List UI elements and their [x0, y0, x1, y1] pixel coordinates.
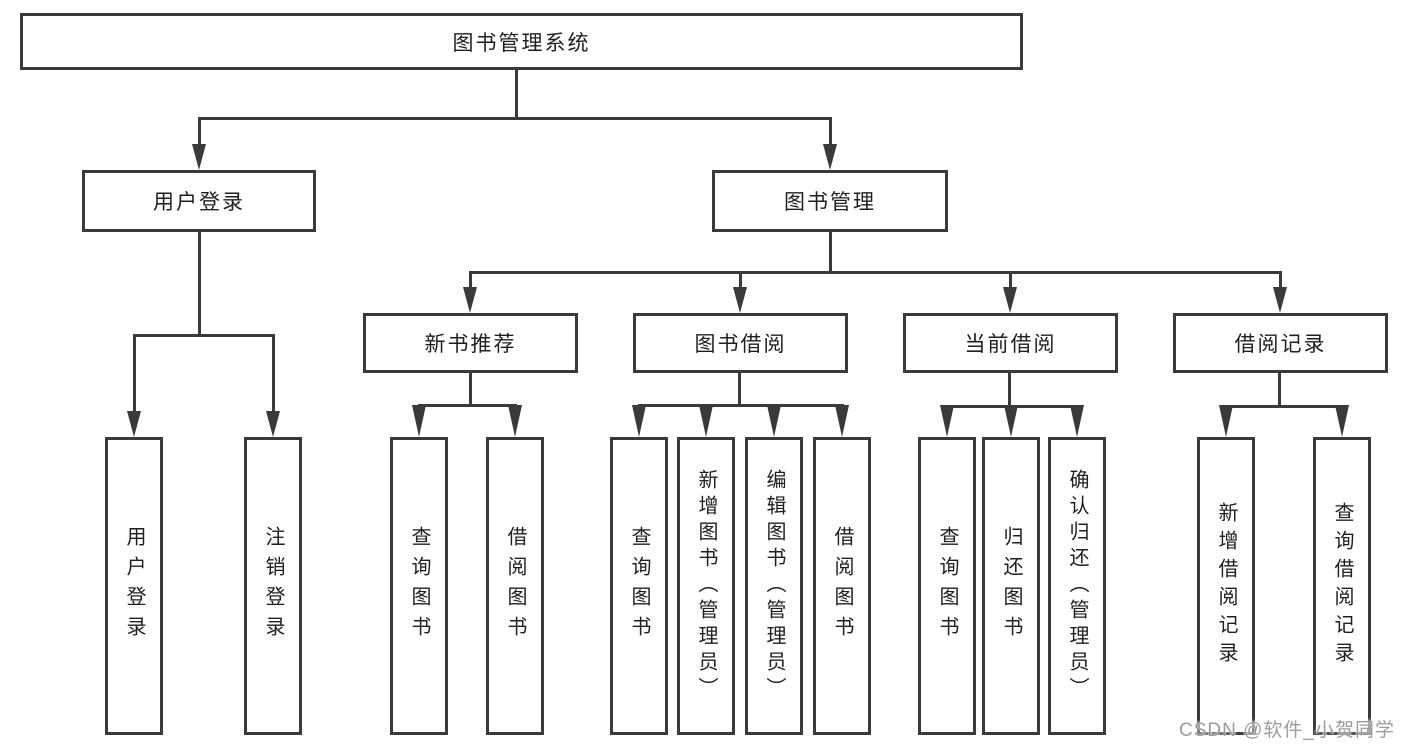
node-book-borrowing: 图书借阅: [633, 313, 848, 373]
leaf-logout-login: 注销登录: [244, 437, 302, 735]
leaf-confirm-return-admin-label: 确认归还（管理员）: [1066, 469, 1088, 703]
connector-line: [469, 271, 1282, 274]
connector-line: [133, 334, 275, 337]
arrowhead: [733, 287, 747, 313]
arrowhead: [940, 405, 954, 437]
connector-line: [738, 373, 741, 406]
connector-line: [1008, 373, 1011, 407]
connector-line: [198, 119, 201, 147]
leaf-borrow-books-1-label: 借阅图书: [504, 526, 526, 646]
connector-line: [1224, 405, 1344, 408]
node-new-book-recommend-label: 新书推荐: [424, 333, 517, 356]
connector-line: [515, 68, 518, 119]
arrowhead: [1070, 405, 1084, 437]
node-book-borrowing-label: 图书借阅: [694, 333, 787, 356]
node-current-borrowing-label: 当前借阅: [964, 333, 1057, 356]
arrowhead: [1003, 287, 1017, 313]
leaf-add-book-admin: 新增图书（管理员）: [677, 437, 735, 735]
leaf-query-books-2-label: 查询图书: [628, 526, 650, 646]
connector-line: [829, 232, 832, 273]
node-book-management-label: 图书管理: [784, 191, 876, 214]
connector-line: [638, 404, 844, 407]
connector-line: [1278, 373, 1281, 407]
leaf-query-books-3: 查询图书: [918, 437, 976, 735]
connector-line: [1009, 273, 1012, 289]
connector-line: [469, 373, 472, 406]
arrowhead: [1335, 405, 1349, 437]
leaf-confirm-return-admin: 确认归还（管理员）: [1048, 437, 1106, 735]
arrowhead: [266, 411, 280, 437]
arrowhead: [192, 144, 206, 170]
connector-line: [198, 232, 201, 336]
connector-line: [198, 117, 832, 120]
arrowhead: [699, 405, 713, 437]
leaf-query-books-1-label: 查询图书: [408, 526, 430, 646]
node-user-login-label: 用户登录: [153, 191, 245, 214]
connector-line: [418, 404, 517, 407]
arrowhead: [767, 405, 781, 437]
arrowhead: [508, 405, 522, 437]
leaf-edit-book-admin: 编辑图书（管理员）: [745, 437, 803, 735]
connector-line: [739, 273, 742, 289]
arrowhead: [127, 411, 141, 437]
arrowhead: [412, 405, 426, 437]
arrowhead: [632, 405, 646, 437]
leaf-add-borrow-record: 新增借阅记录: [1197, 437, 1255, 735]
arrowhead: [835, 405, 849, 437]
arrowhead: [823, 144, 837, 170]
node-new-book-recommend: 新书推荐: [363, 313, 578, 373]
leaf-logout-login-label: 注销登录: [262, 526, 284, 646]
leaf-add-borrow-record-label: 新增借阅记录: [1215, 502, 1237, 670]
leaf-borrow-books-2: 借阅图书: [813, 437, 871, 735]
node-borrowing-records-label: 借阅记录: [1234, 333, 1327, 356]
leaf-add-book-admin-label: 新增图书（管理员）: [695, 469, 717, 703]
arrowhead: [1004, 405, 1018, 437]
connector-line: [829, 119, 832, 147]
arrowhead: [1219, 405, 1233, 437]
arrowhead: [463, 287, 477, 313]
connector-line: [469, 273, 472, 289]
connector-line: [1279, 273, 1282, 289]
connector-line: [272, 336, 275, 413]
leaf-user-login-label: 用户登录: [123, 526, 145, 646]
leaf-query-books-2: 查询图书: [610, 437, 668, 735]
node-root: 图书管理系统: [20, 13, 1023, 70]
leaf-query-books-3-label: 查询图书: [936, 526, 958, 646]
leaf-query-borrow-record-label: 查询借阅记录: [1331, 502, 1353, 670]
leaf-borrow-books-1: 借阅图书: [486, 437, 544, 735]
leaf-query-books-1: 查询图书: [390, 437, 448, 735]
leaf-user-login: 用户登录: [105, 437, 163, 735]
leaf-return-books: 归还图书: [982, 437, 1040, 735]
leaf-return-books-label: 归还图书: [1000, 526, 1022, 646]
leaf-edit-book-admin-label: 编辑图书（管理员）: [763, 469, 785, 703]
node-book-management: 图书管理: [712, 170, 948, 232]
arrowhead: [1273, 287, 1287, 313]
leaf-borrow-books-2-label: 借阅图书: [831, 526, 853, 646]
node-current-borrowing: 当前借阅: [903, 313, 1118, 373]
connector-line: [133, 336, 136, 413]
node-root-label: 图书管理系统: [452, 31, 591, 55]
csdn-watermark: CSDN @软件_小贺同学: [1179, 720, 1395, 741]
leaf-query-borrow-record: 查询借阅记录: [1313, 437, 1371, 735]
node-user-login: 用户登录: [82, 170, 316, 232]
node-borrowing-records: 借阅记录: [1173, 313, 1388, 373]
